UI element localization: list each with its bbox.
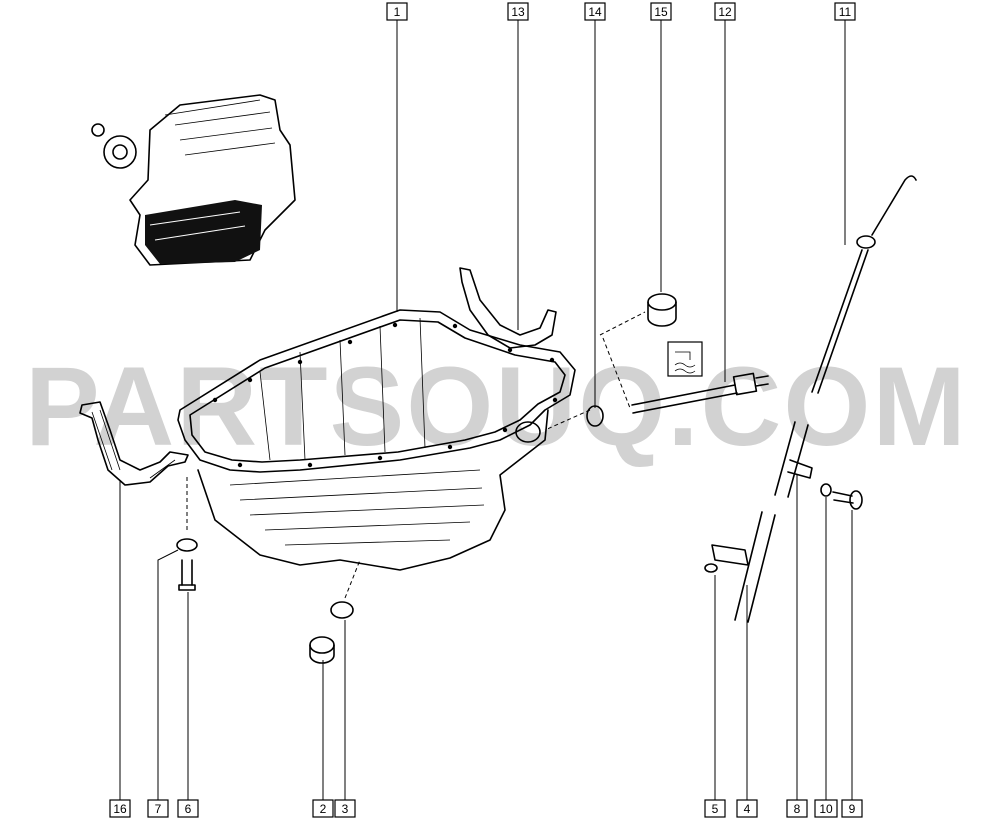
bolt-9 — [832, 490, 863, 510]
callout-1[interactable]: 1 — [386, 2, 408, 21]
callout-14[interactable]: 14 — [584, 2, 606, 21]
svg-text:8: 8 — [794, 802, 801, 816]
svg-text:13: 13 — [511, 5, 525, 19]
oil-pan — [177, 309, 576, 571]
callout-3[interactable]: 3 — [334, 799, 356, 818]
leader-lines — [119, 20, 853, 800]
oil-sensor-12 — [631, 372, 769, 414]
rear-seal-part — [459, 267, 557, 349]
dipstick-tube — [704, 421, 813, 623]
svg-text:12: 12 — [718, 5, 732, 19]
svg-text:5: 5 — [712, 802, 719, 816]
front-seal-part — [79, 401, 189, 486]
callout-5[interactable]: 5 — [704, 799, 726, 818]
drain-plug-2 — [309, 636, 335, 664]
callout-9[interactable]: 9 — [841, 799, 863, 818]
oil-level-symbol — [667, 341, 703, 377]
washer-3 — [330, 601, 354, 619]
bolt-6 — [178, 559, 196, 591]
dipstick-11 — [811, 175, 917, 394]
svg-text:2: 2 — [320, 802, 327, 816]
svg-text:16: 16 — [113, 802, 127, 816]
callout-7[interactable]: 7 — [147, 799, 169, 818]
svg-text:11: 11 — [839, 5, 852, 19]
callout-6[interactable]: 6 — [177, 799, 199, 818]
svg-text:15: 15 — [654, 5, 668, 19]
callout-8[interactable]: 8 — [786, 799, 808, 818]
callout-12[interactable]: 12 — [714, 2, 736, 21]
svg-text:10: 10 — [819, 802, 833, 816]
washer-10 — [820, 483, 832, 497]
svg-text:4: 4 — [744, 802, 751, 816]
washer-7 — [176, 538, 198, 552]
engine-thumbnail — [91, 94, 296, 266]
watermark-text: PARTSOUQ.COM — [25, 344, 968, 469]
callout-16[interactable]: 16 — [109, 799, 131, 818]
callout-13[interactable]: 13 — [507, 2, 529, 21]
callout-10[interactable]: 10 — [814, 799, 838, 818]
svg-text:7: 7 — [155, 802, 162, 816]
callout-4[interactable]: 4 — [736, 799, 758, 818]
svg-text:1: 1 — [394, 5, 401, 19]
svg-text:3: 3 — [342, 802, 349, 816]
plug-15 — [647, 293, 677, 327]
svg-text:14: 14 — [588, 5, 602, 19]
callout-11[interactable]: 11 — [834, 2, 856, 21]
callout-2[interactable]: 2 — [312, 799, 334, 818]
svg-text:9: 9 — [849, 802, 856, 816]
callout-15[interactable]: 15 — [650, 2, 672, 21]
svg-text:6: 6 — [185, 802, 192, 816]
